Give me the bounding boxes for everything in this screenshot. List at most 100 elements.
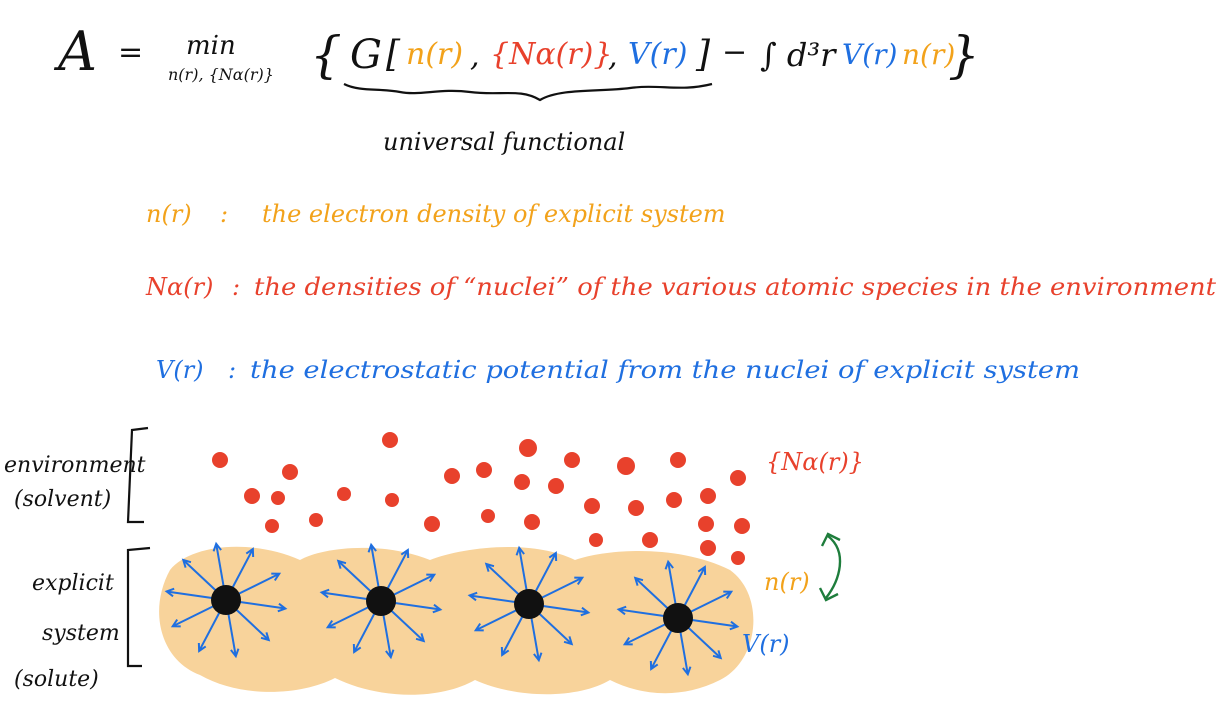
environment-label: environment	[4, 453, 146, 478]
potential-arrow-head	[563, 636, 574, 646]
potential-arrow-head	[432, 603, 443, 614]
solvent-nucleus-dot	[564, 452, 580, 468]
definition-n-text: the electron density of explicit system	[262, 200, 726, 228]
eq-integral: ∫ d³r	[760, 36, 837, 74]
potential-arrow-head	[400, 548, 410, 559]
definition-N: Nα(r) : the densities of “nuclei” of the…	[145, 273, 1216, 301]
potential-arrow-head	[426, 573, 437, 582]
eq-lhs: A	[53, 20, 97, 83]
definition-N-text: the densities of “nuclei” of the various…	[254, 273, 1216, 301]
solvent-nuclei	[212, 432, 750, 565]
potential-arrow-head	[580, 606, 591, 617]
potential-arrow-head	[473, 623, 484, 632]
environment-bracket	[126, 426, 149, 524]
eq-functional-G: G	[350, 32, 382, 78]
potential-arrow-head	[723, 590, 734, 599]
solvent-nucleus-dot	[212, 452, 228, 468]
potential-arrow-head	[633, 576, 644, 586]
solvent-nucleus-dot	[584, 498, 600, 514]
eq-equals: =	[118, 35, 143, 70]
underbrace-label: universal functional	[383, 128, 625, 156]
solvent-nucleus-dot	[731, 551, 745, 565]
potential-arrow-head	[697, 565, 707, 576]
eq-min: min	[186, 31, 236, 61]
definitions: n(r) : the electron density of explicit …	[145, 200, 1216, 384]
potential-arrow-head	[352, 643, 362, 654]
potential-arrow-head	[181, 558, 192, 568]
solute-nucleus	[663, 603, 693, 633]
definition-V-colon: :	[228, 356, 236, 384]
solvent-nucleus-dot	[698, 516, 714, 532]
potential-arrow-head	[500, 646, 510, 657]
solvent-nucleus-dot	[424, 516, 440, 532]
eq-open-brace: {	[310, 26, 342, 84]
explicit-sublabel: (solute)	[14, 667, 99, 692]
solvent-nucleus-dot	[337, 487, 351, 501]
eq-arg-V: V(r)	[628, 37, 687, 72]
solvent-nucleus-dot	[730, 470, 746, 486]
solvent-nucleus-dot	[282, 464, 298, 480]
definition-V: V(r) : the electrostatic potential from …	[156, 356, 1080, 384]
eq-min-subscript: n(r), {Nα(r)}	[168, 65, 274, 84]
potential-arrow-head	[574, 576, 585, 585]
potential-arrow-head	[164, 587, 175, 598]
potential-arrow-head	[622, 637, 633, 646]
eq-integrand-n: n(r)	[902, 38, 955, 71]
solvent-nucleus-dot	[734, 518, 750, 534]
figure: environment (solvent) explicit system (s…	[4, 426, 864, 695]
eq-close-bracket: ]	[695, 34, 711, 75]
solute-atom	[616, 559, 740, 677]
solute-atom	[319, 542, 443, 660]
potential-arrow-head	[367, 542, 377, 553]
potential-arrow-head	[260, 632, 271, 642]
potential-arrow-head	[664, 559, 674, 570]
potential-label: V(r)	[742, 630, 790, 658]
solvent-nucleus-dot	[309, 513, 323, 527]
solute-nucleus	[211, 585, 241, 615]
eq-integrand-V: V(r)	[842, 38, 897, 71]
solvent-nucleus-dot	[700, 540, 716, 556]
solvent-nucleus-dot	[617, 457, 635, 475]
potential-arrow-head	[212, 541, 222, 552]
solvent-nucleus-dot	[642, 532, 658, 548]
potential-arrow-head	[548, 551, 558, 562]
potential-arrow-head	[533, 652, 543, 663]
electron-density-region	[159, 546, 754, 695]
solvent-nucleus-dot	[444, 468, 460, 484]
solvent-nucleus-dot	[271, 491, 285, 505]
potential-arrow-head	[415, 633, 426, 643]
solute-atoms	[164, 541, 740, 677]
potential-arrow-head	[467, 591, 478, 602]
potential-arrow-head	[325, 620, 336, 629]
solvent-nucleus-dot	[476, 462, 492, 478]
nuclei-label: {Nα(r)}	[766, 448, 864, 476]
interaction-double-arrow	[818, 532, 842, 602]
definition-n-colon: :	[220, 200, 228, 228]
solvent-nucleus-dot	[382, 432, 398, 448]
potential-arrow-head	[484, 562, 495, 572]
equation: A = min n(r), {Nα(r)} { G [ n(r) , {Nα(r…	[53, 20, 980, 156]
potential-arrow-head	[385, 649, 395, 660]
eq-comma1: ,	[470, 39, 480, 74]
definition-V-symbol: V(r)	[156, 356, 204, 384]
eq-arg-n: n(r)	[406, 37, 463, 72]
potential-arrow-head	[245, 547, 255, 558]
definition-n-symbol: n(r)	[146, 200, 192, 228]
potential-arrow-head	[170, 619, 181, 628]
definition-N-colon: :	[232, 273, 240, 301]
potential-arrow-head	[729, 620, 740, 631]
potential-arrow-head	[515, 545, 525, 556]
potential-arrow-head	[712, 650, 723, 660]
potential-arrow-head	[682, 666, 692, 677]
solvent-nucleus-dot	[524, 514, 540, 530]
definition-V-text: the electrostatic potential from the nuc…	[250, 356, 1080, 384]
potential-arrow-head	[277, 602, 288, 613]
explicit-label: explicit	[32, 571, 114, 596]
solvent-nucleus-dot	[481, 509, 495, 523]
solvent-nucleus-dot	[548, 478, 564, 494]
potential-arrow-head	[230, 648, 240, 659]
eq-comma2: ,	[608, 39, 618, 74]
potential-arrow-head	[336, 559, 347, 569]
solvent-nucleus-dot	[666, 492, 682, 508]
